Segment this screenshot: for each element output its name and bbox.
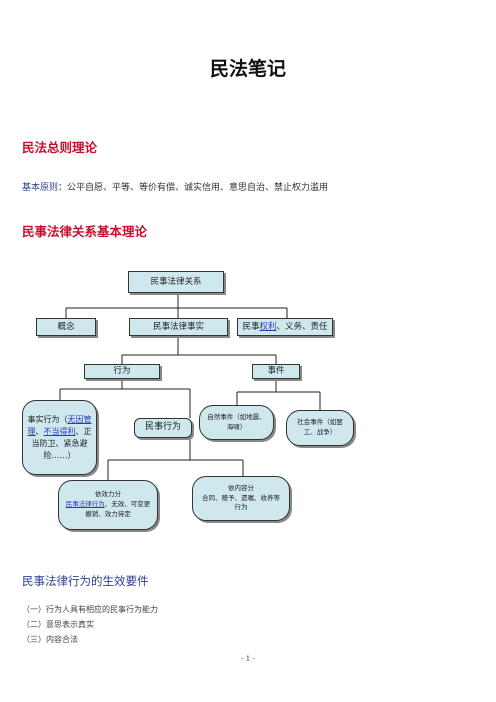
basic-principles-label: 基本原则 xyxy=(22,183,59,193)
node-by-validity: 依效力分民事法律行为、无效、可变更撤销、效力待定 xyxy=(58,480,158,530)
section-heading-general-theory: 民法总则理论 xyxy=(22,140,98,155)
node-social-event: 社会事件（如罢工、战争） xyxy=(286,410,354,446)
page-number: - 1 - xyxy=(241,655,255,663)
validity-title: 依效力分 xyxy=(95,490,121,499)
basic-principles-text: ：公平自愿、平等、等价有偿、诚实信用、意思自治、禁止权力滥用 xyxy=(58,183,329,193)
rights-prefix: 民事 xyxy=(242,321,260,332)
validity-text: 、无效、可变更撤销、效力待定 xyxy=(85,500,151,518)
requirement-item: （一）行为人具有相应的民事行为能力 xyxy=(22,605,158,614)
node-event: 事件 xyxy=(252,364,300,379)
content-text: 合同、赠予、遗嘱、收养等行为 xyxy=(202,493,280,512)
rights-suffix: 、义务、责任 xyxy=(276,321,328,332)
node-rights-duties: 民事权利、义务、责任 xyxy=(237,318,333,336)
factual-act-link-unjust-enrichment[interactable]: 不当得利 xyxy=(43,426,76,436)
basic-principles-line: 基本原则：公平自愿、平等、等价有偿、诚实信用、意思自治、禁止权力滥用 xyxy=(22,180,328,193)
node-concept: 概念 xyxy=(36,318,96,336)
node-factual-act: 事实行为（无因管理、不当得利、正当防卫、紧急避险……） xyxy=(22,400,97,475)
node-civil-legal-relation: 民事法律关系 xyxy=(128,271,224,293)
requirement-item: （二）意思表示真实 xyxy=(22,620,94,629)
requirement-item: （三）内容合法 xyxy=(22,635,78,644)
node-act: 行为 xyxy=(84,364,160,379)
section-heading-civil-relations: 民事法律关系基本理论 xyxy=(22,224,148,239)
node-civil-act: 民事行为 xyxy=(134,418,192,438)
page-title: 民法笔记 xyxy=(209,58,286,80)
validity-link-juristic-act[interactable]: 民事法律行为 xyxy=(65,500,105,509)
factual-act-link-negotiorum[interactable]: 无因管理 xyxy=(27,414,92,436)
node-legal-fact: 民事法律事实 xyxy=(129,318,228,336)
section-heading-validity-requirements: 民事法律行为的生效要件 xyxy=(22,574,149,588)
node-by-content: 依内容分合同、赠予、遗嘱、收养等行为 xyxy=(192,476,290,521)
factual-act-text: 事实行为（无因管理、不当得利、正当防卫、紧急避险……） xyxy=(27,414,92,460)
node-natural-event: 自然事件（如地震、海啸） xyxy=(199,405,274,440)
rights-link[interactable]: 权利 xyxy=(259,321,277,332)
content-title: 依内容分 xyxy=(228,483,254,492)
